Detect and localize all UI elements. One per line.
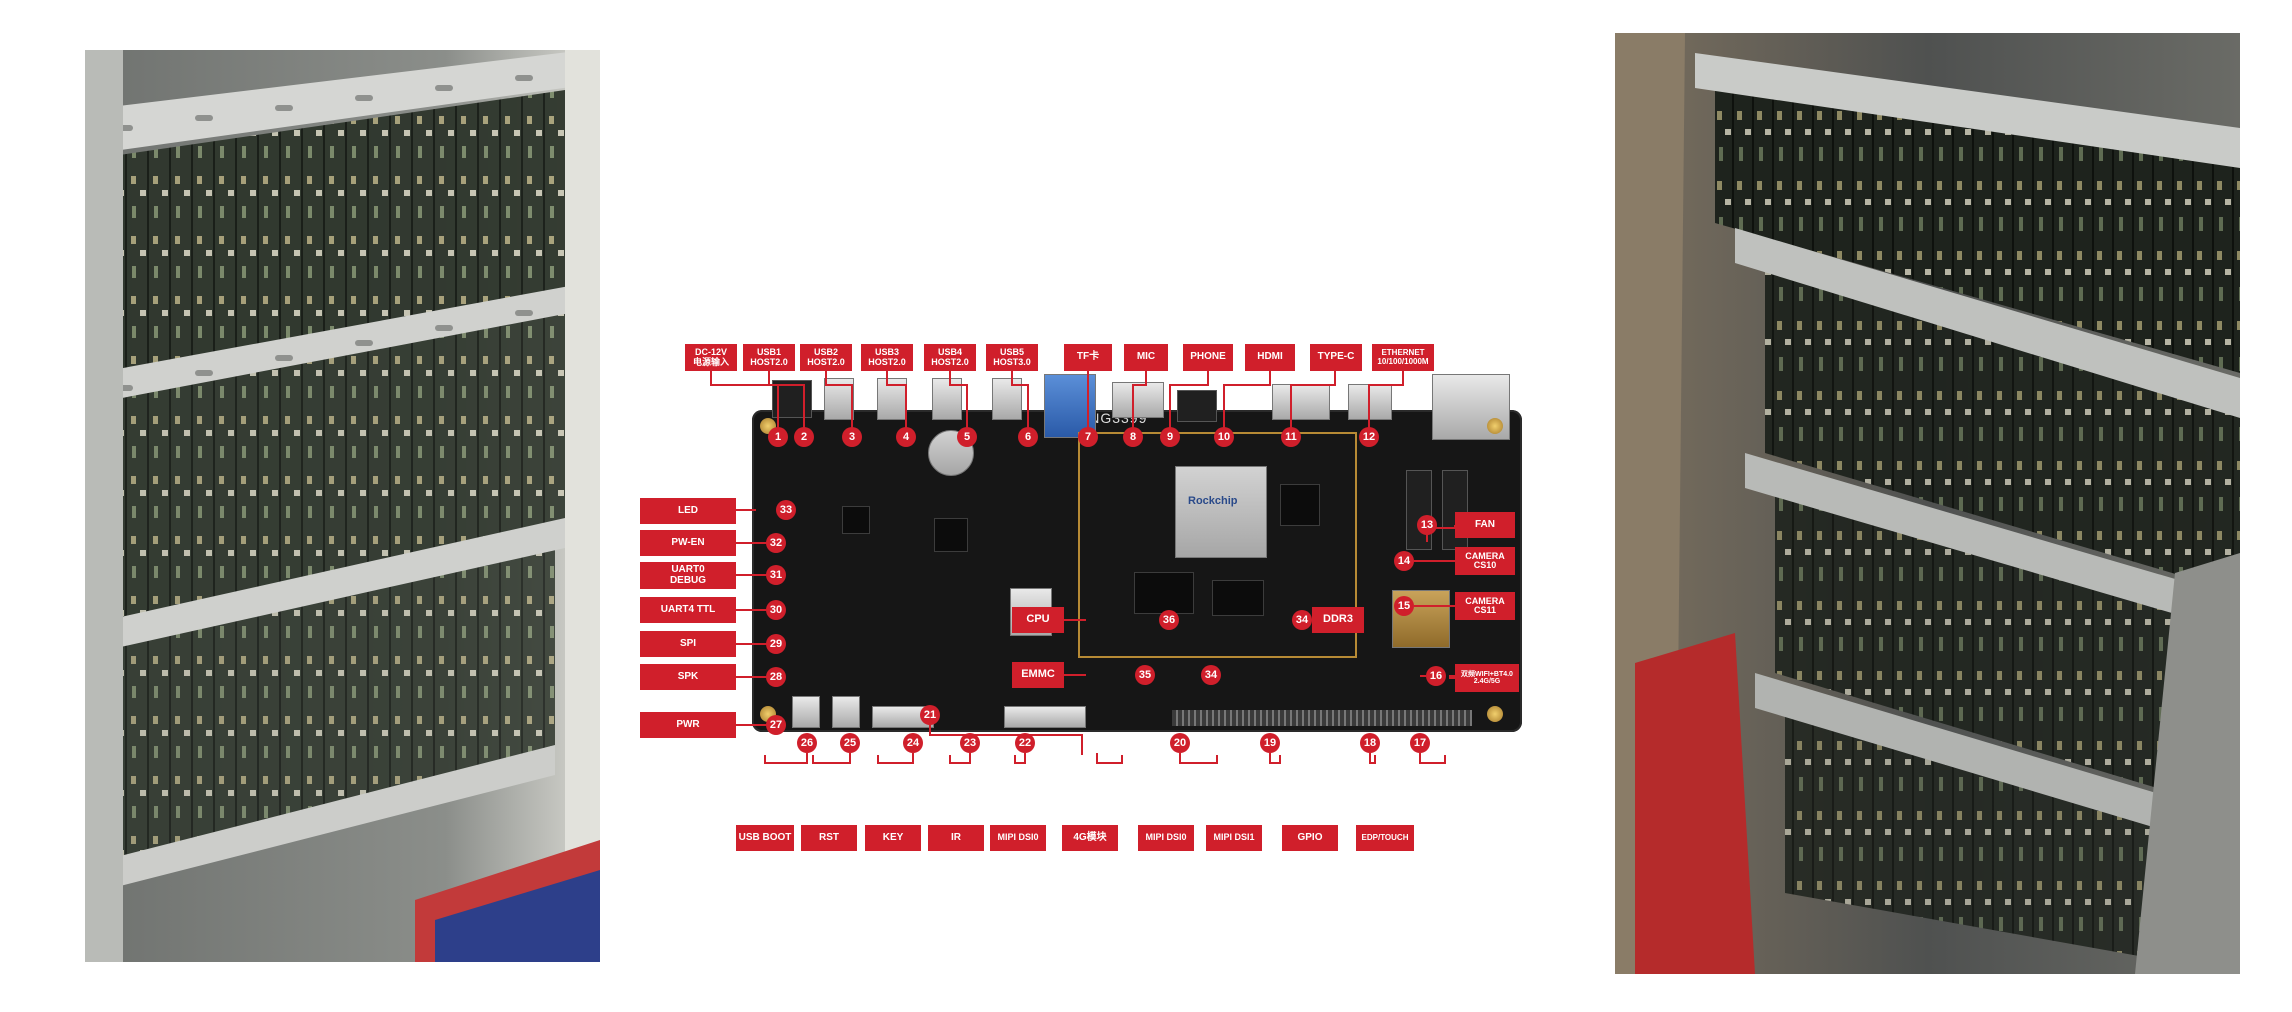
- callout-31: 31: [766, 565, 786, 585]
- label-usb-boot: USB BOOT: [736, 825, 794, 851]
- mount-hole: [1487, 418, 1503, 434]
- label-hdmi: HDMI: [1245, 344, 1295, 371]
- soc-chip: Rockchip: [1175, 466, 1267, 558]
- label-ddr3: DDR3: [1312, 607, 1364, 633]
- tf-slot: [1112, 382, 1164, 418]
- callout-19: 19: [1260, 733, 1280, 753]
- mount-hole: [1487, 706, 1503, 722]
- pcb-board: KING3399 Rockchip: [752, 374, 1522, 732]
- left-rack-photo: [85, 50, 600, 962]
- rst-button: [832, 696, 860, 728]
- callout-12: 12: [1359, 427, 1379, 447]
- callout-21: 21: [920, 705, 940, 725]
- gpio-header: [1172, 710, 1472, 726]
- label-edp-touch: EDP/TOUCH: [1356, 825, 1414, 851]
- callout-14: 14: [1394, 551, 1414, 571]
- mipi-connector: [1004, 706, 1086, 728]
- label-usb4: USB4 HOST2.0: [924, 344, 976, 371]
- callout-17: 17: [1410, 733, 1430, 753]
- ic-chip: [934, 518, 968, 552]
- right-rack-photo: [1615, 33, 2240, 974]
- camera-connector-1: [1406, 470, 1432, 550]
- label-mipi-dsi1: MIPI DSI1: [1206, 825, 1262, 851]
- label-4g: 4G模块: [1062, 825, 1118, 851]
- label-usb1: USB1 HOST2.0: [743, 344, 795, 371]
- label-camera-cs10: CAMERA CS10: [1455, 547, 1515, 575]
- callout-24: 24: [903, 733, 923, 753]
- label-mic: MIC: [1124, 344, 1168, 371]
- soc-logo-text: Rockchip: [1188, 495, 1238, 507]
- callout-22: 22: [1015, 733, 1035, 753]
- inductor: [842, 506, 870, 534]
- callout-33: 33: [776, 500, 796, 520]
- callout-27: 27: [766, 715, 786, 735]
- callout-lines: [710, 371, 1461, 764]
- callout-4: 4: [896, 427, 916, 447]
- label-camera-cs11: CAMERA CS11: [1455, 592, 1515, 620]
- callout-18: 18: [1360, 733, 1380, 753]
- callout-34-ddr3: 34: [1292, 610, 1312, 630]
- label-led: LED: [640, 498, 736, 524]
- ddr-chip: [1280, 484, 1320, 526]
- board-diagram: KING3399 Rockchip: [630, 330, 1545, 860]
- callout-10: 10: [1214, 427, 1234, 447]
- ddr-chip-2: [1212, 580, 1264, 616]
- label-ethernet: ETHERNET 10/100/1000M: [1372, 344, 1434, 371]
- label-pwr: PWR: [640, 712, 736, 738]
- label-ir: IR: [928, 825, 984, 851]
- callout-8: 8: [1123, 427, 1143, 447]
- label-uart4: UART4 TTL: [640, 597, 736, 623]
- callout-25: 25: [840, 733, 860, 753]
- callout-5: 5: [957, 427, 977, 447]
- callout-6: 6: [1018, 427, 1038, 447]
- callout-26: 26: [797, 733, 817, 753]
- usb-boot-button: [792, 696, 820, 728]
- label-cpu: CPU: [1012, 607, 1064, 633]
- callout-1: 1: [768, 427, 788, 447]
- callout-16: 16: [1426, 666, 1446, 686]
- audio-jack: [1177, 390, 1217, 422]
- label-usb5: USB5 HOST3.0: [986, 344, 1038, 371]
- label-mipi-dsi0-a: MIPI DSI0: [990, 825, 1046, 851]
- label-tf: TF卡: [1064, 344, 1112, 371]
- label-mipi-dsi0-b: MIPI DSI0: [1138, 825, 1194, 851]
- label-gpio: GPIO: [1282, 825, 1338, 851]
- label-key: KEY: [865, 825, 921, 851]
- callout-11: 11: [1281, 427, 1301, 447]
- callout-28: 28: [766, 667, 786, 687]
- label-spi: SPI: [640, 631, 736, 657]
- callout-2: 2: [794, 427, 814, 447]
- label-usb3: USB3 HOST2.0: [861, 344, 913, 371]
- callout-34-ddr: 34: [1201, 665, 1221, 685]
- label-uart0: UART0 DEBUG: [640, 562, 736, 589]
- callout-36: 36: [1159, 610, 1179, 630]
- callout-29: 29: [766, 634, 786, 654]
- callout-35: 35: [1135, 665, 1155, 685]
- callout-32: 32: [766, 533, 786, 553]
- callout-23: 23: [960, 733, 980, 753]
- label-pwen: PW-EN: [640, 530, 736, 556]
- rtc-battery: [928, 430, 974, 476]
- callout-7: 7: [1078, 427, 1098, 447]
- left-rack-illustration: [85, 50, 600, 962]
- label-wifi: 双频WIFI+BT4.0 2.4G/5G: [1455, 664, 1519, 692]
- label-rst: RST: [801, 825, 857, 851]
- callout-20: 20: [1170, 733, 1190, 753]
- label-usb2: USB2 HOST2.0: [800, 344, 852, 371]
- label-typec: TYPE-C: [1310, 344, 1362, 371]
- label-dc12v: DC-12V 电源输入: [685, 344, 737, 371]
- label-spk: SPK: [640, 664, 736, 690]
- right-rack-illustration: [1615, 33, 2240, 974]
- callout-15: 15: [1394, 596, 1414, 616]
- callout-9: 9: [1160, 427, 1180, 447]
- label-phone: PHONE: [1183, 344, 1233, 371]
- label-emmc: EMMC: [1012, 662, 1064, 688]
- callout-30: 30: [766, 600, 786, 620]
- callout-3: 3: [842, 427, 862, 447]
- callout-13: 13: [1417, 515, 1437, 535]
- label-fan: FAN: [1455, 512, 1515, 538]
